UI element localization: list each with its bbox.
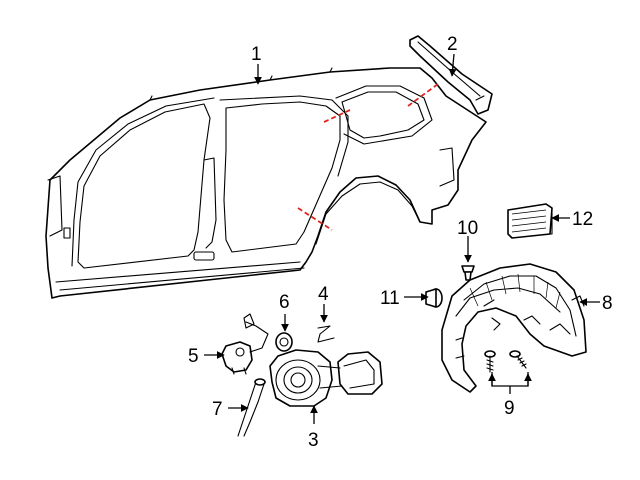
callout-2: 2 [447, 34, 458, 55]
callout-8: 8 [602, 293, 613, 314]
push-pin [461, 265, 475, 281]
callout-10: 10 [457, 218, 478, 239]
clip [317, 325, 335, 343]
fuel-door-actuator [221, 313, 269, 375]
leader-lines [204, 53, 600, 424]
wheel-house-liner [441, 263, 587, 393]
callout-4: 4 [318, 284, 329, 305]
callout-12: 12 [572, 209, 593, 230]
callout-7: 7 [212, 399, 223, 420]
callout-5: 5 [188, 346, 199, 367]
callout-3: 3 [308, 430, 319, 451]
cut-line [297, 207, 333, 231]
fuel-door-housing [269, 349, 383, 407]
side-panel [45, 67, 487, 299]
screw [484, 350, 496, 373]
cut-line [323, 109, 351, 123]
callout-6: 6 [279, 292, 290, 313]
callout-1: 1 [251, 44, 262, 65]
pressure-vent [507, 203, 553, 239]
plug [425, 288, 443, 308]
callout-11: 11 [380, 288, 400, 309]
callout-9: 9 [504, 398, 515, 419]
grommet [275, 332, 293, 352]
screw [509, 350, 527, 369]
cut-line [407, 83, 439, 107]
